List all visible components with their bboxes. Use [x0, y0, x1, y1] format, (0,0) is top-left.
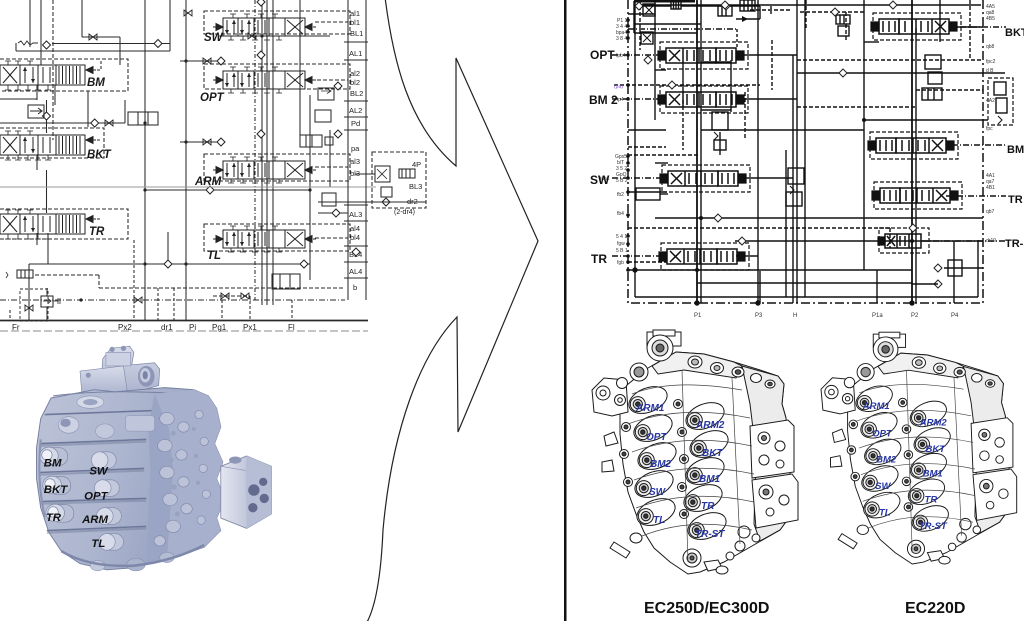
svg-text:fpc2: fpc2 — [986, 59, 996, 65]
svg-text:TR-S: TR-S — [1005, 238, 1024, 250]
svg-text:5 B 2: 5 B 2 — [616, 178, 628, 184]
svg-text:bpa4: bpa4 — [616, 30, 627, 36]
svg-text:P1a: P1a — [872, 313, 883, 319]
svg-text:5 B 1: 5 B 1 — [616, 248, 628, 254]
svg-text:Px1: Px1 — [243, 323, 257, 332]
svg-text:4A5: 4A5 — [986, 4, 995, 10]
svg-text:ARM: ARM — [81, 514, 108, 526]
svg-text:AL3: AL3 — [349, 210, 362, 219]
svg-text:4B1: 4B1 — [986, 185, 995, 191]
svg-text:Px2: Px2 — [118, 323, 132, 332]
svg-text:qb7: qb7 — [986, 209, 995, 215]
svg-text:BKT: BKT — [87, 149, 112, 161]
svg-text:H: H — [793, 313, 797, 319]
svg-text:SW: SW — [89, 466, 109, 478]
svg-text:fgb: fgb — [617, 260, 624, 266]
svg-text:qb8: qb8 — [986, 44, 995, 50]
svg-text:EC220D: EC220D — [905, 600, 965, 617]
svg-text:EC250D/EC300D: EC250D/EC300D — [644, 600, 769, 617]
svg-text:P2: P2 — [911, 313, 919, 319]
svg-text:TL: TL — [653, 515, 665, 526]
svg-text:(pa): (pa) — [614, 84, 623, 90]
svg-text:BL3: BL3 — [409, 182, 422, 191]
svg-text:ARM: ARM — [194, 176, 222, 188]
svg-text:fwb1: fwb1 — [600, 176, 610, 181]
svg-text:BM: BM — [44, 457, 62, 469]
svg-text:BL2: BL2 — [350, 89, 363, 98]
svg-text:TR: TR — [89, 226, 105, 238]
svg-text:ARM2: ARM2 — [695, 420, 725, 431]
svg-text:b: b — [353, 283, 357, 292]
svg-text:Pi: Pi — [189, 323, 196, 332]
svg-text:SW: SW — [204, 32, 224, 44]
svg-text:SW: SW — [649, 487, 667, 498]
svg-text:BM: BM — [1007, 144, 1024, 156]
svg-text:4A1: 4A1 — [986, 173, 995, 179]
svg-text:AL1: AL1 — [349, 49, 362, 58]
svg-text:TR-ST: TR-ST — [695, 529, 725, 540]
svg-text:5 4 1: 5 4 1 — [616, 234, 627, 240]
svg-text:4P: 4P — [412, 160, 421, 169]
svg-text:AL4: AL4 — [349, 267, 362, 276]
svg-text:al1: al1 — [350, 9, 360, 18]
svg-text:fb4: fb4 — [617, 211, 624, 217]
svg-text:P1: P1 — [694, 313, 702, 319]
svg-text:BM 2: BM 2 — [589, 93, 618, 107]
svg-text:4B5: 4B5 — [986, 16, 995, 22]
svg-text:BM2: BM2 — [650, 459, 672, 470]
svg-text:P1 1: P1 1 — [617, 18, 628, 24]
svg-text:Pg1: Pg1 — [212, 323, 227, 332]
svg-text:qa8: qa8 — [986, 10, 995, 16]
svg-text:OPT: OPT — [84, 490, 108, 502]
svg-text:bl2: bl2 — [350, 78, 360, 87]
svg-text:TR: TR — [46, 512, 62, 524]
svg-text:d B: d B — [986, 68, 994, 74]
svg-text:al3: al3 — [350, 157, 360, 166]
svg-text:al4: al4 — [350, 224, 360, 233]
svg-text:OPT: OPT — [200, 92, 225, 104]
svg-text:4A2: 4A2 — [986, 98, 995, 104]
svg-text:qa7: qa7 — [986, 179, 995, 185]
svg-text:ARM1: ARM1 — [635, 403, 665, 414]
svg-text:BKT: BKT — [702, 448, 723, 459]
svg-text:(2-dr4): (2-dr4) — [394, 209, 415, 216]
svg-text:Gps5: Gps5 — [615, 154, 627, 160]
svg-text:dr19: dr19 — [986, 238, 996, 244]
svg-text:TR: TR — [591, 252, 607, 266]
svg-text:Pd: Pd — [351, 119, 360, 128]
svg-text:Fr: Fr — [12, 323, 20, 332]
svg-text:3 5 2: 3 5 2 — [616, 166, 627, 172]
svg-text:BL1: BL1 — [350, 29, 363, 38]
svg-text:dr1: dr1 — [161, 323, 173, 332]
svg-text:TR: TR — [1008, 194, 1023, 206]
svg-text:BKT: BKT — [44, 484, 68, 496]
svg-text:P4: P4 — [951, 313, 959, 319]
svg-text:bl4: bl4 — [350, 233, 360, 242]
svg-text:dr2: dr2 — [407, 197, 418, 206]
svg-text:fgw: fgw — [617, 241, 625, 247]
svg-text:TR: TR — [701, 501, 715, 512]
svg-text:SW: SW — [590, 173, 610, 187]
svg-text:OPT: OPT — [590, 48, 615, 62]
svg-text:3 8 4: 3 8 4 — [616, 36, 627, 42]
svg-text:GpQ: GpQ — [616, 172, 627, 178]
svg-text:AL2: AL2 — [349, 106, 362, 115]
svg-text:3 4 4: 3 4 4 — [616, 24, 627, 30]
svg-text:TL: TL — [207, 250, 221, 262]
svg-text:Fl: Fl — [288, 323, 295, 332]
svg-text:bl1: bl1 — [350, 18, 360, 27]
svg-text:P3: P3 — [755, 313, 763, 319]
svg-text:BKT: BKT — [1005, 27, 1024, 39]
svg-text:BM: BM — [87, 77, 105, 89]
svg-text:BM1: BM1 — [699, 474, 721, 485]
svg-text:fpb4: fpb4 — [616, 53, 626, 59]
svg-text:fb2: fb2 — [617, 192, 624, 198]
svg-text:b/T: b/T — [617, 160, 624, 166]
svg-text:pa: pa — [351, 144, 360, 153]
svg-text:al2: al2 — [350, 69, 360, 78]
svg-text:fpc: fpc — [986, 126, 993, 132]
svg-text:TL: TL — [91, 538, 105, 550]
svg-text:OPT: OPT — [646, 432, 667, 443]
svg-text:lp4: lp4 — [617, 97, 624, 103]
